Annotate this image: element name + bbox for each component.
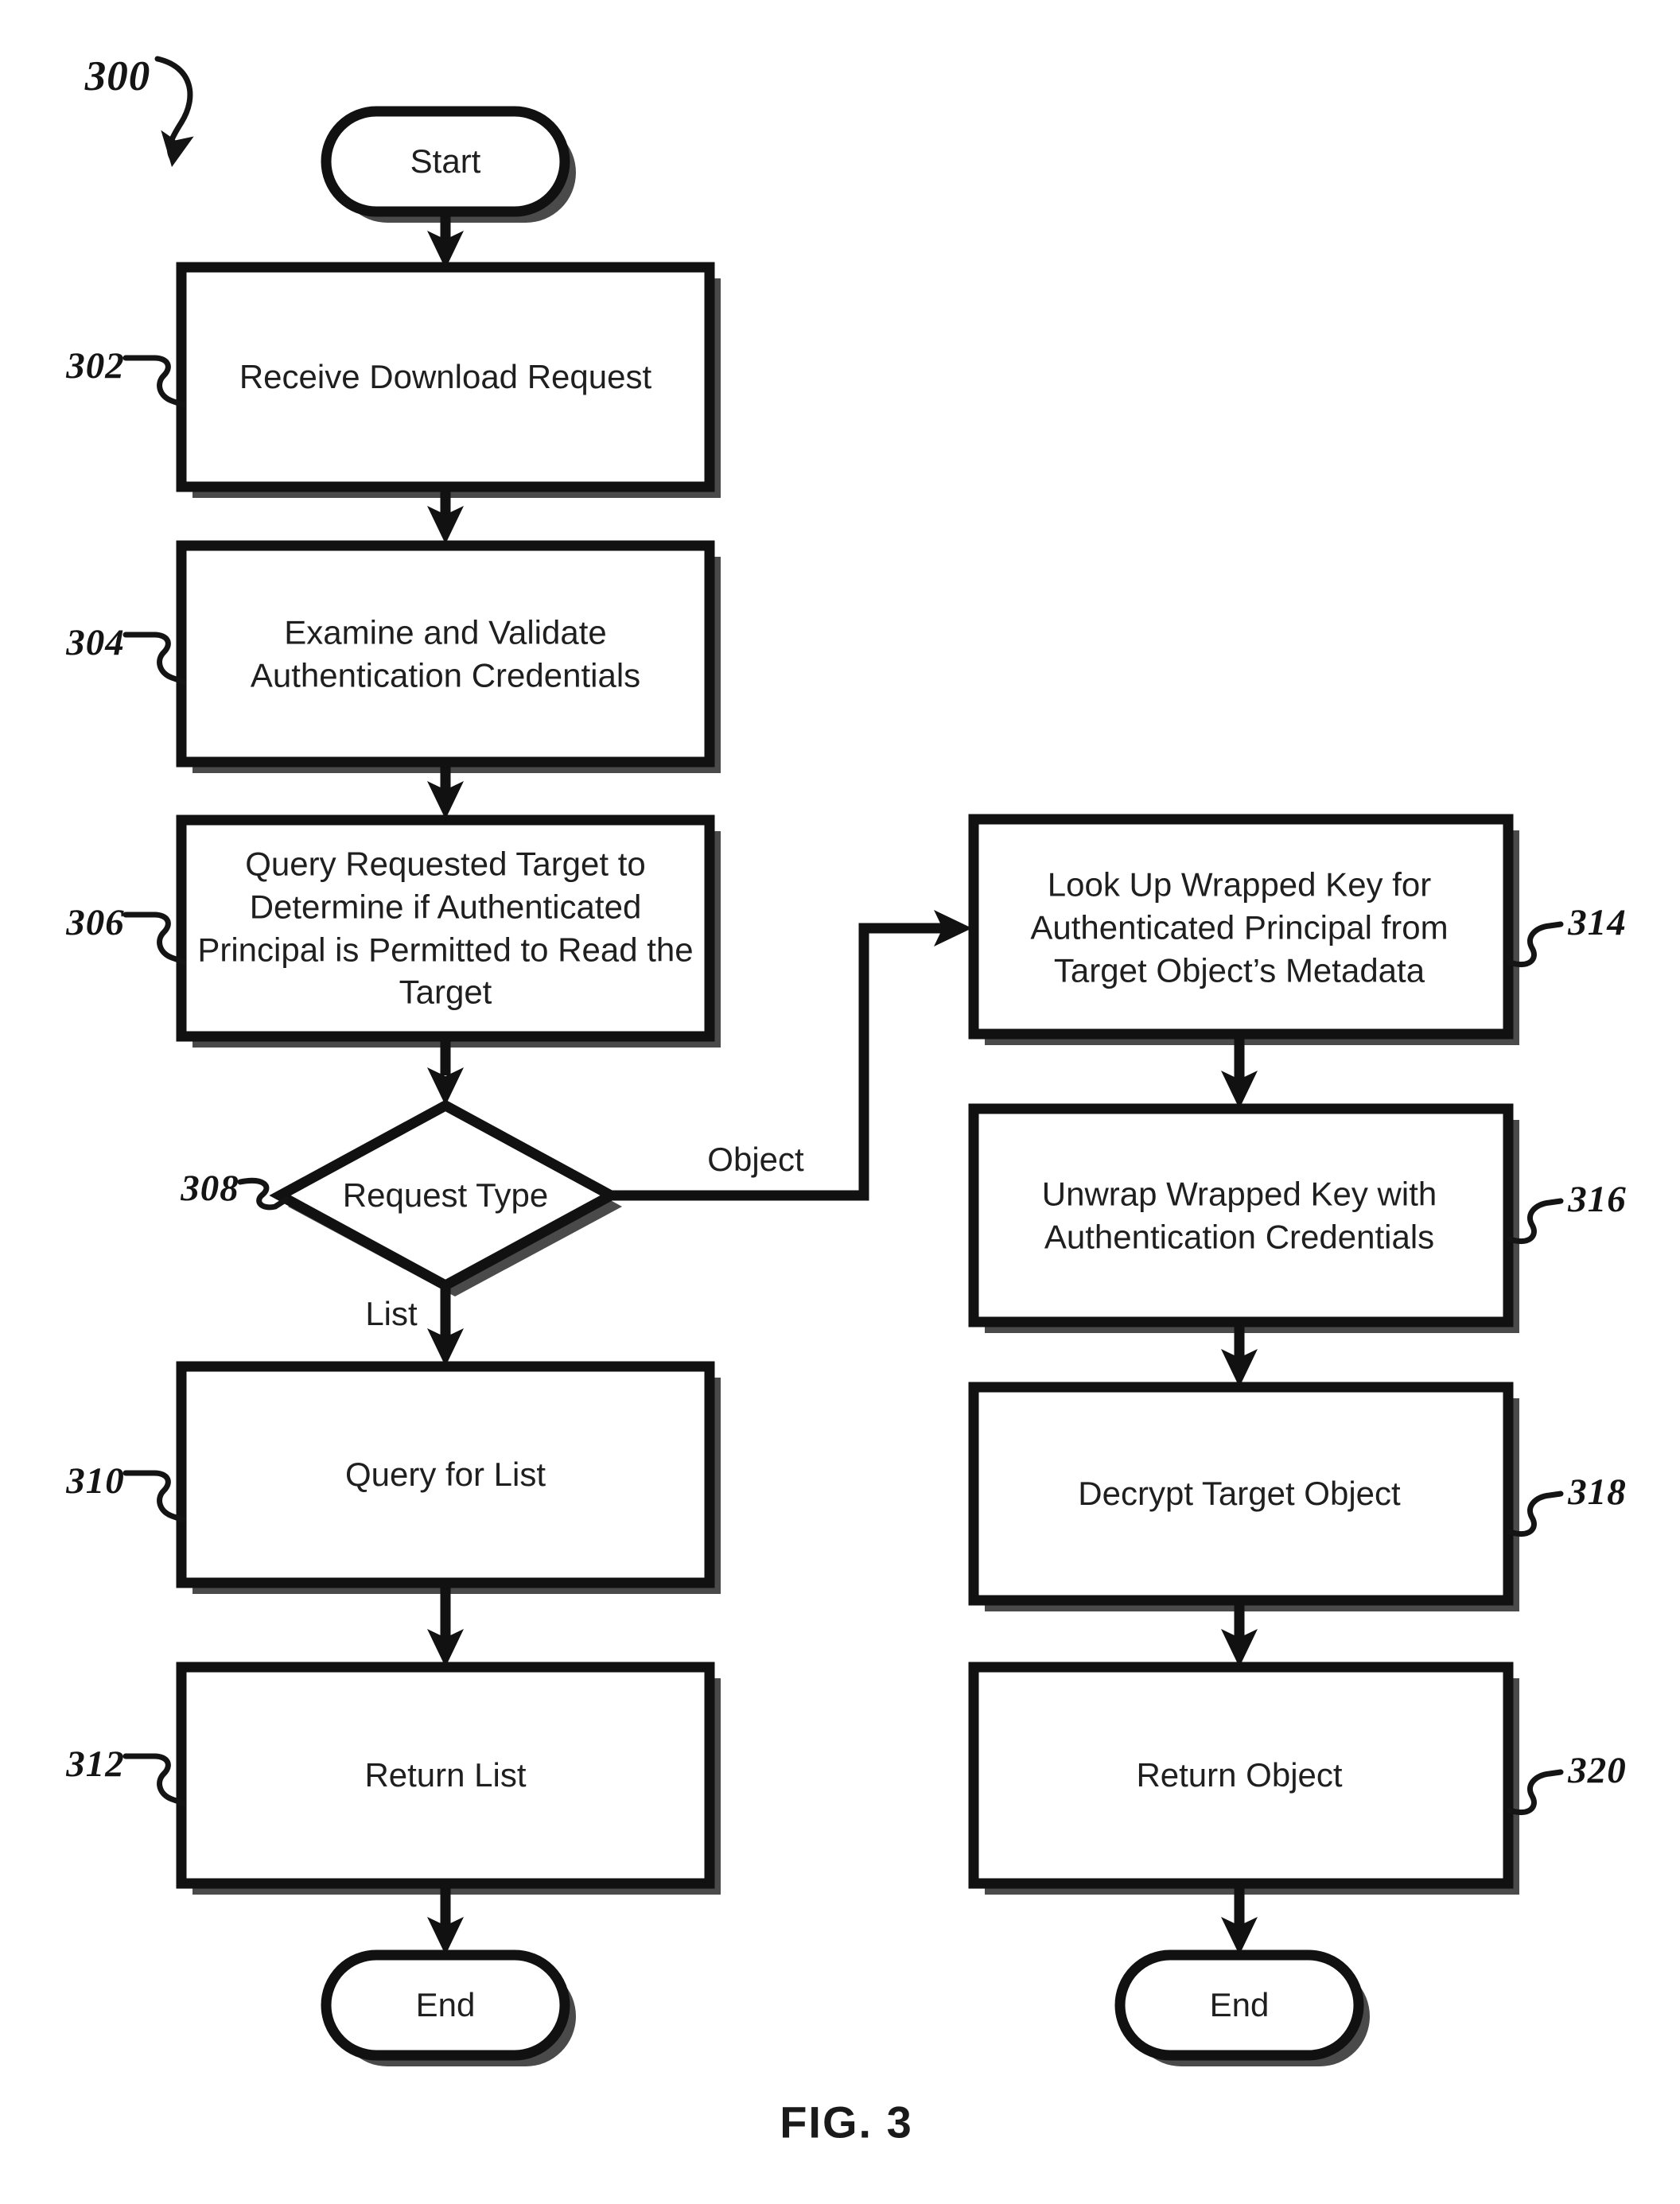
- step-312-label: Return List: [364, 1756, 527, 1794]
- arrowhead-layer: [427, 231, 1258, 1955]
- step-304-shape: [176, 540, 715, 768]
- node-layer: [176, 106, 1514, 2061]
- arrow-308-to-314-elbow: [611, 923, 943, 1201]
- step-302-label: Receive Download Request: [239, 358, 652, 396]
- ref-320: 320: [1568, 1750, 1627, 1791]
- start-node-label: Start: [410, 142, 481, 181]
- leader-300-arrowhead: [161, 130, 194, 167]
- ref-316: 316: [1568, 1179, 1627, 1220]
- connector-layer: [440, 212, 1245, 1926]
- step-318-shape: [968, 1382, 1514, 1606]
- step-306-shape: [176, 814, 715, 1042]
- step-316-label: Unwrap Wrapped Key with Authentication C…: [1041, 1175, 1437, 1255]
- ref-306: 306: [66, 902, 125, 943]
- decision-308-shape: [269, 1099, 622, 1292]
- arrowhead-into-end-right: [1221, 1917, 1258, 1955]
- arrowhead-into-306: [427, 781, 464, 819]
- arrowhead-into-320: [1221, 1629, 1258, 1667]
- arrowhead-into-308: [427, 1067, 464, 1106]
- start-node-shape: [321, 106, 570, 217]
- arrowhead-into-312: [427, 1629, 464, 1667]
- leader-312: [122, 1753, 186, 1806]
- arrowhead-into-316: [1221, 1071, 1258, 1109]
- step-306-label: Query Requested Target to Determine if A…: [197, 845, 694, 1011]
- step-304-label: Examine and Validate Authentication Cred…: [250, 613, 641, 694]
- leader-320: [1507, 1769, 1564, 1816]
- arrowhead-into-304: [427, 506, 464, 544]
- step-310-shape: [176, 1361, 715, 1588]
- step-320-label: Return Object: [1136, 1756, 1343, 1794]
- leader-304: [122, 632, 186, 685]
- end-left-label: End: [415, 1986, 476, 2024]
- ref-312: 312: [66, 1743, 125, 1785]
- leader-308: [237, 1178, 290, 1211]
- step-320-shape: [968, 1662, 1514, 1889]
- ref-314: 314: [1568, 902, 1627, 943]
- arrowhead-into-end-left: [427, 1917, 464, 1955]
- step-316-shape: [968, 1103, 1514, 1327]
- ref-318: 318: [1568, 1471, 1627, 1513]
- ref-310: 310: [66, 1460, 125, 1502]
- leader-306: [122, 912, 186, 965]
- arrowhead-into-310: [427, 1328, 464, 1366]
- decision-308-label: Request Type: [342, 1176, 549, 1215]
- leader-318: [1507, 1491, 1564, 1537]
- ref-300: 300: [84, 53, 151, 99]
- step-302-shape: [176, 262, 715, 492]
- ref-302: 302: [66, 345, 125, 387]
- leader-314: [1507, 921, 1564, 968]
- branch-object-label: Object: [707, 1141, 804, 1179]
- end-left-shape: [321, 1949, 570, 2061]
- step-318-label: Decrypt Target Object: [1078, 1475, 1401, 1513]
- branch-list-label: List: [365, 1295, 418, 1333]
- ref-308: 308: [181, 1168, 239, 1209]
- step-314-shape: [968, 814, 1514, 1040]
- end-right-label: End: [1209, 1986, 1270, 2024]
- leader-316: [1507, 1198, 1564, 1245]
- arrowhead-into-318: [1221, 1349, 1258, 1387]
- ref-304: 304: [66, 622, 125, 663]
- leader-310: [122, 1470, 186, 1523]
- step-310-label: Query for List: [344, 1456, 546, 1494]
- step-314-label: Look Up Wrapped Key for Authenticated Pr…: [1030, 865, 1449, 989]
- figure-caption: FIG. 3: [780, 2097, 913, 2148]
- leader-302: [122, 355, 186, 408]
- arrowhead-into-302: [427, 231, 464, 269]
- end-right-shape: [1114, 1949, 1364, 2061]
- step-312-shape: [176, 1662, 715, 1889]
- arrowhead-into-314: [934, 910, 972, 947]
